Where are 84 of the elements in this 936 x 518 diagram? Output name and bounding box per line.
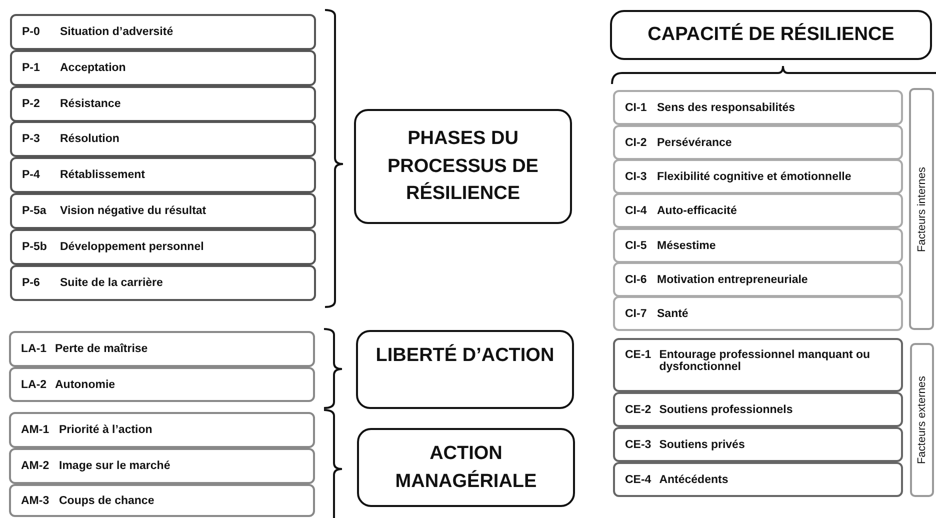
item-box [10, 193, 316, 229]
item-code: P-0 [22, 26, 41, 38]
item-box [613, 193, 903, 228]
item-label: Développement personnel [60, 241, 205, 253]
item-label: Acceptation [60, 62, 127, 74]
item-box [10, 50, 316, 86]
item-code: CI-2 [625, 136, 648, 148]
item-label: Flexibilité cognitive et émotionnelle [657, 170, 852, 182]
category-box [610, 10, 932, 60]
item-code: CE-1 [625, 349, 652, 361]
item-box [613, 159, 903, 194]
item-code: CE-3 [625, 438, 652, 450]
item-box [9, 484, 315, 517]
item-code: CE-4 [625, 474, 652, 486]
item-code: LA-2 [21, 378, 47, 390]
item-label: Rétablissement [60, 169, 146, 181]
item-label: Image sur le marché [59, 460, 172, 472]
category-box [357, 428, 575, 507]
item-label: Résolution [60, 133, 120, 145]
item-code: P-1 [22, 62, 41, 74]
factor-label: Facteurs externes [916, 376, 928, 464]
item-box [613, 462, 903, 497]
item-code: P-6 [22, 277, 41, 289]
item-label: Vision négative du résultat [60, 205, 208, 217]
item-box [9, 331, 315, 367]
item-box [613, 125, 903, 160]
item-box [613, 338, 903, 392]
category-title: PHASES DU PROCESSUS DE RÉSILIENCE [386, 127, 540, 206]
item-code: AM-1 [21, 424, 50, 436]
item-box [9, 367, 315, 402]
item-code: CI-5 [625, 240, 648, 252]
item-box [10, 121, 316, 157]
item-box [613, 392, 903, 427]
item-code: CE-2 [625, 404, 652, 416]
item-label: Sens des responsabilités [657, 102, 796, 114]
item-box [613, 228, 903, 263]
item-code: P-4 [22, 169, 41, 181]
item-code: P-3 [22, 133, 41, 145]
item-box [613, 262, 903, 297]
item-label: Situation d’adversité [60, 26, 174, 38]
item-code: CI-3 [625, 170, 648, 182]
item-box [10, 14, 316, 50]
item-label: Coups de chance [59, 494, 156, 506]
item-box [10, 86, 316, 122]
item-code: CI-7 [625, 308, 648, 320]
item-box [10, 265, 316, 301]
item-box [10, 229, 316, 265]
item-label: Motivation entrepreneuriale [657, 274, 809, 286]
item-box [10, 157, 316, 193]
item-code: P-2 [22, 98, 41, 110]
item-label: Mésestime [657, 240, 717, 252]
item-label: Priorité à l’action [59, 424, 154, 436]
category-box [356, 330, 574, 409]
item-code: AM-3 [21, 494, 50, 506]
item-label: Antécédents [659, 474, 730, 486]
item-code: LA-1 [21, 343, 47, 355]
item-code: CI-1 [625, 102, 648, 114]
category-box [354, 109, 572, 224]
item-label: Suite de la carrière [60, 277, 164, 289]
factor-band [910, 343, 934, 497]
item-box [613, 296, 903, 331]
item-code: P-5b [22, 241, 48, 253]
item-label: Entourage professionnel manquant ou dysfonctionnel [659, 349, 872, 373]
item-label: Santé [657, 308, 690, 320]
item-label: Persévérance [657, 136, 733, 148]
item-box [613, 90, 903, 125]
item-box [613, 427, 903, 462]
item-label: Perte de maîtrise [55, 343, 149, 355]
item-code: P-5a [22, 205, 48, 217]
item-code: AM-2 [21, 460, 50, 472]
item-label: Soutiens professionnels [659, 404, 794, 416]
category-title: LIBERTÉ D’ACTION [374, 343, 556, 368]
item-code: CI-6 [625, 274, 648, 286]
item-label: Auto-efficacité [657, 204, 738, 216]
factor-band [909, 88, 934, 330]
item-label: Autonomie [55, 378, 116, 390]
category-title: CAPACITÉ DE RÉSILIENCE [646, 22, 896, 48]
item-label: Soutiens privés [659, 438, 746, 450]
item-label: Résistance [60, 98, 122, 110]
category-title: ACTION MANAGÉRIALE [394, 442, 538, 494]
item-code: CI-4 [625, 204, 648, 216]
item-box [9, 412, 315, 448]
factor-label: Facteurs internes [916, 166, 928, 252]
item-box [9, 448, 315, 484]
